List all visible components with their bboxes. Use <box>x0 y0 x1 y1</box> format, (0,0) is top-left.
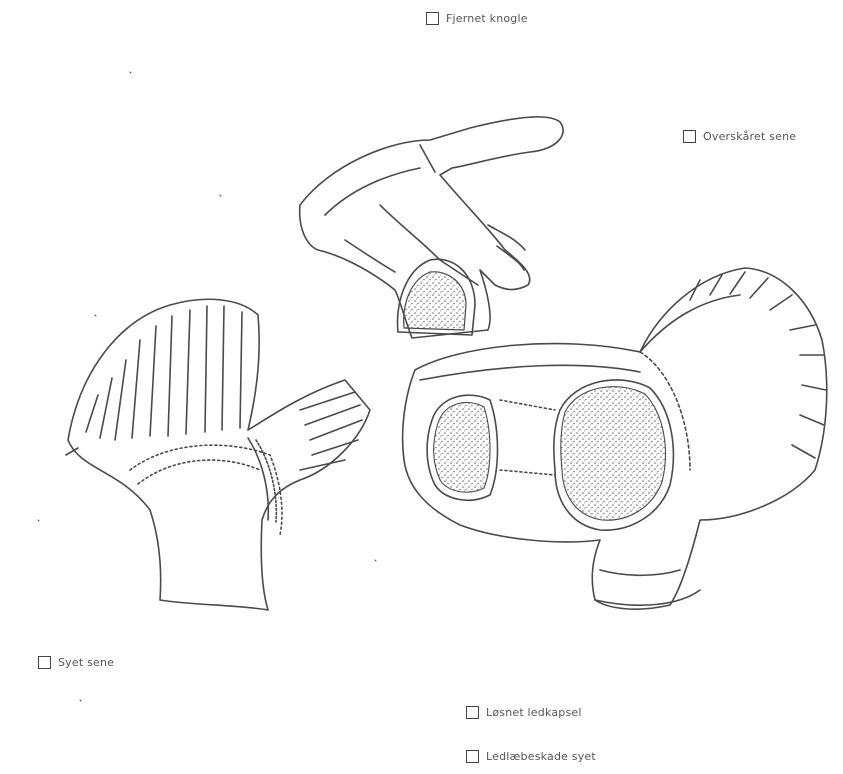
joint-right <box>403 268 827 609</box>
checkbox-sutured-tendon[interactable] <box>38 656 51 669</box>
checkbox-loosened-capsule[interactable] <box>466 706 479 719</box>
muscle-fan-left <box>66 299 370 610</box>
option-removed-bone-label: Fjernet knogle <box>446 12 528 25</box>
option-removed-bone[interactable]: Fjernet knogle <box>426 12 528 25</box>
checkbox-severed-tendon[interactable] <box>683 130 696 143</box>
option-severed-tendon[interactable]: Overskåret sene <box>683 130 796 143</box>
option-loosened-capsule[interactable]: Løsnet ledkapsel <box>466 706 582 719</box>
option-severed-tendon-label: Overskåret sene <box>703 130 796 143</box>
option-sutured-tendon[interactable]: Syet sene <box>38 656 114 669</box>
checkbox-removed-bone[interactable] <box>426 12 439 25</box>
option-sutured-tendon-label: Syet sene <box>58 656 114 669</box>
option-labrum-damage[interactable]: Ledlæbeskade syet <box>466 750 596 763</box>
checkbox-labrum-damage[interactable] <box>466 750 479 763</box>
bone-fragment-top <box>300 117 563 338</box>
scan-specks <box>38 72 376 701</box>
option-loosened-capsule-label: Løsnet ledkapsel <box>486 706 582 719</box>
option-labrum-damage-label: Ledlæbeskade syet <box>486 750 596 763</box>
